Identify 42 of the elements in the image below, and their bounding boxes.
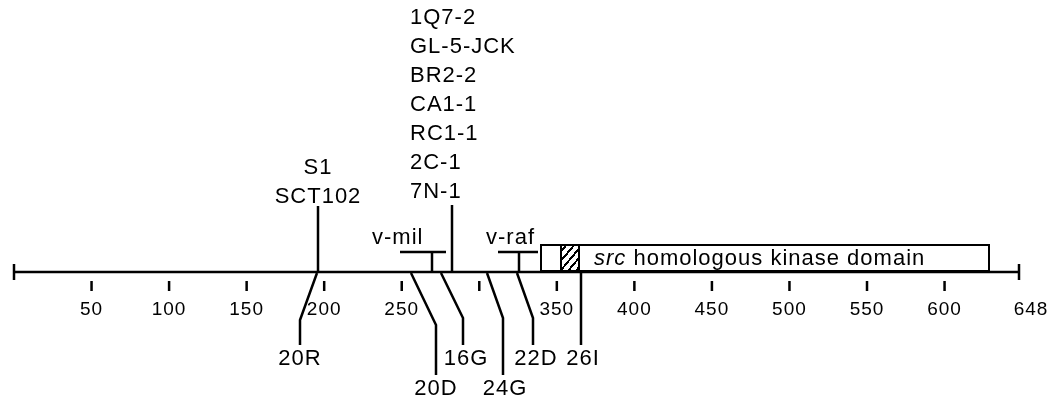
leader-line bbox=[439, 272, 465, 345]
mutant-label: 22D bbox=[514, 343, 558, 372]
domain-box bbox=[540, 244, 990, 272]
leader-line bbox=[430, 251, 434, 272]
oncogene-region-label: v-mil bbox=[372, 222, 424, 251]
leader-line bbox=[409, 272, 438, 375]
tick-label: 600 bbox=[927, 297, 962, 321]
mutant-label: BR2-2 bbox=[410, 61, 479, 89]
domain-label: src homologous kinase domain bbox=[594, 244, 926, 272]
leader-line bbox=[316, 206, 320, 272]
mutant-label: RC1-1 bbox=[410, 119, 480, 147]
tick-label: 550 bbox=[849, 297, 885, 321]
tick-label: 150 bbox=[229, 297, 264, 321]
mutant-label: 26I bbox=[566, 343, 600, 372]
mutant-label: 1Q7-2 bbox=[410, 3, 478, 31]
mutant-label: CA1-1 bbox=[410, 90, 479, 118]
tick-label: 100 bbox=[151, 297, 187, 321]
tick-label: 450 bbox=[694, 297, 730, 321]
mutant-label: GL-5-JCK bbox=[410, 32, 516, 60]
mutant-label: SCT102 bbox=[274, 182, 362, 210]
tick-label: 50 bbox=[79, 297, 104, 321]
tick-label: 400 bbox=[617, 297, 652, 321]
mutant-label: 20D bbox=[414, 373, 458, 402]
tick-label: 350 bbox=[539, 297, 575, 321]
mutant-label: 2C-1 bbox=[410, 148, 463, 176]
mutant-label: 7N-1 bbox=[410, 177, 463, 205]
leader-line bbox=[485, 272, 505, 375]
leader-line bbox=[298, 272, 319, 345]
mutant-label: 24G bbox=[482, 373, 528, 402]
mutant-label: S1 bbox=[302, 153, 334, 181]
leader-line bbox=[517, 251, 521, 272]
mutant-label: 16G bbox=[443, 343, 489, 372]
leader-line bbox=[579, 272, 583, 345]
tick-label: 200 bbox=[306, 297, 342, 321]
tick-label: 250 bbox=[384, 297, 420, 321]
leader-line bbox=[515, 272, 535, 345]
tick-label: 500 bbox=[772, 297, 807, 321]
mutant-label: 20R bbox=[278, 343, 322, 372]
leader-line bbox=[450, 205, 454, 272]
oncogene-region-label: v-raf bbox=[486, 222, 535, 251]
hatched-region bbox=[560, 246, 580, 270]
tick-label: 648 bbox=[1013, 297, 1049, 321]
